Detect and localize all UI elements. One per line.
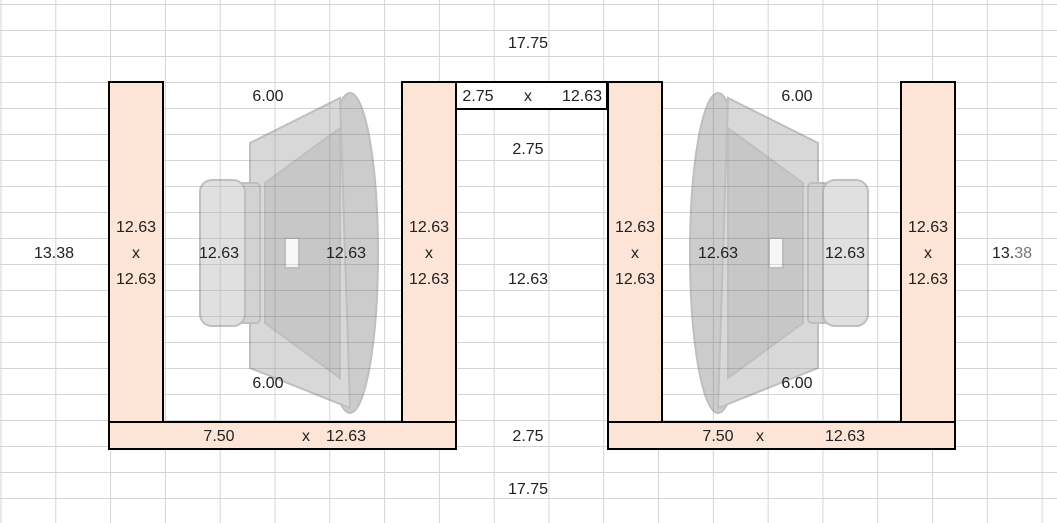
right-height-label: 13.38: [992, 246, 1032, 262]
left-bottom-panel-w: 7.50: [203, 428, 235, 445]
right-height-a: 13.: [991, 245, 1015, 262]
center-top-panel-x: x: [524, 88, 532, 105]
right-inner-left-dim: 12.63: [697, 245, 739, 262]
left-height-label: 13.38: [33, 245, 75, 262]
right-top-depth: 6.00: [781, 88, 813, 105]
left-bottom-panel: [108, 421, 457, 450]
right-height-b: 38: [1014, 245, 1033, 262]
right-inner-right-dim: 12.63: [824, 245, 866, 262]
speaker-image-left: [199, 92, 379, 414]
right-bottom-panel: [607, 421, 956, 450]
speaker-image-right: [689, 92, 869, 414]
left-inner-panel-h: 12.63: [408, 271, 450, 288]
center-gap-bottom: 2.75: [512, 428, 544, 445]
right-inner-panel-w: 12.63: [614, 219, 656, 236]
left-inner-left-dim: 12.63: [198, 245, 240, 262]
left-inner-panel: [401, 81, 457, 423]
center-top-panel: [455, 81, 608, 110]
center-top-panel-w: 2.75: [462, 88, 494, 105]
left-inner-panel-w: 12.63: [408, 219, 450, 236]
right-outer-panel-h: 12.63: [907, 271, 949, 288]
left-bottom-panel-h: 12.63: [325, 428, 367, 445]
left-top-depth: 6.00: [252, 88, 284, 105]
right-bottom-depth: 6.00: [781, 375, 813, 392]
right-inner-panel-h: 12.63: [614, 271, 656, 288]
right-outer-panel: [900, 81, 956, 423]
right-outer-panel-x: x: [924, 245, 932, 262]
right-inner-panel: [607, 81, 663, 423]
left-inner-panel-x: x: [425, 245, 433, 262]
top-width-label: 17.75: [507, 35, 549, 52]
right-bottom-panel-h: 12.63: [824, 428, 866, 445]
center-top-panel-h: 12.63: [561, 88, 603, 105]
right-bottom-panel-w: 7.50: [702, 428, 734, 445]
right-outer-panel-w: 12.63: [907, 219, 949, 236]
bottom-width-label: 17.75: [507, 481, 549, 498]
left-outer-panel: [108, 81, 164, 423]
left-outer-panel-h: 12.63: [115, 271, 157, 288]
left-bottom-panel-x: x: [302, 428, 310, 445]
right-inner-panel-x: x: [631, 245, 639, 262]
left-inner-right-dim: 12.63: [325, 245, 367, 262]
right-bottom-panel-x: x: [756, 428, 764, 445]
center-gap-top: 2.75: [512, 141, 544, 158]
center-middle: 12.63: [507, 271, 549, 288]
left-outer-panel-x: x: [132, 245, 140, 262]
left-bottom-depth: 6.00: [252, 375, 284, 392]
left-outer-panel-w: 12.63: [115, 219, 157, 236]
